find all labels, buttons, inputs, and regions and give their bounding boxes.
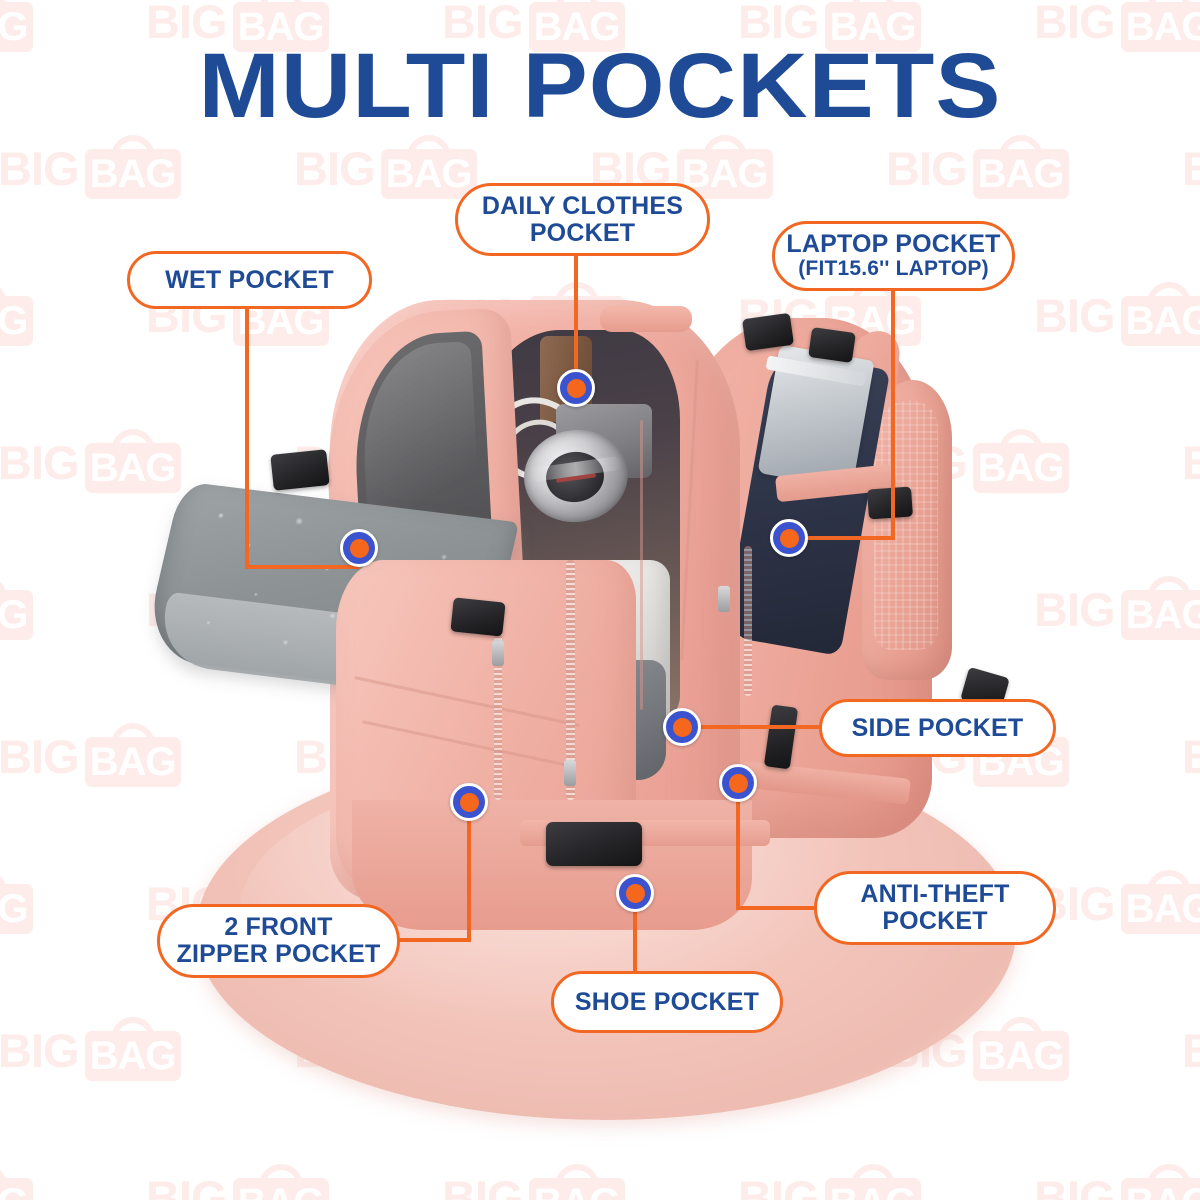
page-title: MULTI POCKETS: [198, 35, 1002, 137]
label-laptop-pocket[interactable]: LAPTOP POCKET (FIT15.6'' LAPTOP): [772, 221, 1015, 291]
label-laptop-pocket-line2: (FIT15.6'' LAPTOP): [798, 257, 989, 281]
marker-anti-theft[interactable]: [719, 764, 757, 802]
side-zipper: [744, 546, 752, 696]
label-wet-pocket-line1: WET POCKET: [165, 265, 334, 294]
label-front-zipper-line2: ZIPPER POCKET: [176, 940, 381, 968]
label-anti-theft-line1: ANTI-THEFT: [860, 880, 1010, 908]
label-anti-theft-line2: POCKET: [882, 907, 988, 935]
top-carry-handle: [600, 306, 692, 332]
label-shoe-pocket-line1: SHOE POCKET: [574, 987, 760, 1016]
shoulder-strap-mesh: [874, 400, 938, 650]
buckle: [867, 486, 913, 520]
label-laptop-pocket-line1: LAPTOP POCKET: [786, 230, 1001, 259]
marker-shoe-pocket[interactable]: [616, 874, 654, 912]
zipper-pull: [564, 760, 576, 786]
front-zipper-secondary: [494, 610, 502, 800]
label-shoe-pocket[interactable]: SHOE POCKET: [551, 971, 783, 1033]
buckle: [450, 597, 506, 637]
marker-wet-pocket[interactable]: [340, 529, 378, 567]
zipper-pull: [492, 640, 504, 666]
buckle: [742, 312, 794, 352]
front-zipper: [566, 560, 575, 800]
label-daily-clothes-pocket[interactable]: DAILY CLOTHES POCKET: [455, 183, 710, 256]
marker-front-zipper[interactable]: [450, 783, 488, 821]
label-wet-pocket[interactable]: WET POCKET: [127, 251, 372, 309]
zipper-pull: [718, 586, 730, 612]
chest-strap-buckle: [546, 822, 642, 866]
label-anti-theft-pocket[interactable]: ANTI-THEFT POCKET: [814, 871, 1056, 945]
label-side-pocket[interactable]: SIDE POCKET: [819, 699, 1056, 757]
marker-laptop-pocket[interactable]: [770, 519, 808, 557]
label-daily-clothes-line2: POCKET: [529, 218, 636, 247]
label-front-zipper-pocket[interactable]: 2 FRONT ZIPPER POCKET: [157, 904, 400, 978]
label-daily-clothes-line1: DAILY CLOTHES: [481, 191, 684, 220]
label-side-pocket-line1: SIDE POCKET: [851, 713, 1024, 742]
marker-daily-clothes[interactable]: [557, 369, 595, 407]
buckle: [270, 449, 330, 491]
label-front-zipper-line1: 2 FRONT: [224, 913, 333, 941]
stitch-seam: [640, 420, 643, 710]
buckle: [808, 327, 856, 363]
marker-side-pocket[interactable]: [663, 708, 701, 746]
